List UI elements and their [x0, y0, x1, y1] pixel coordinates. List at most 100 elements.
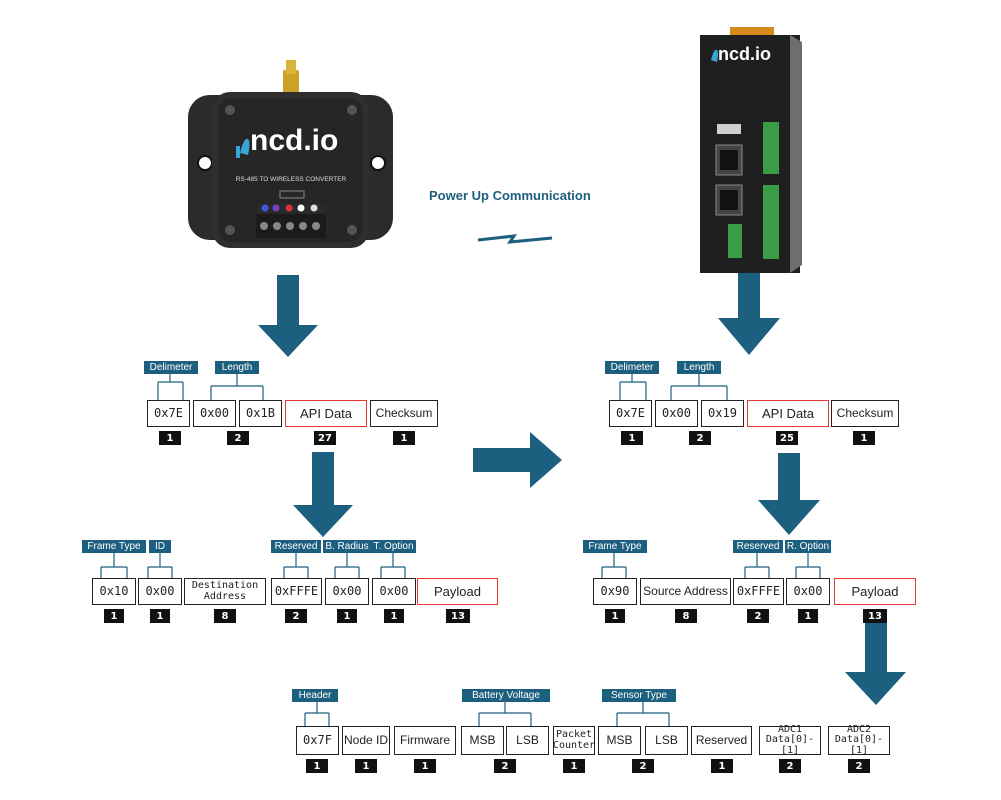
count-badge: 2	[689, 431, 711, 445]
checksum-label: Checksum	[375, 406, 433, 421]
count-badge: 1	[150, 609, 170, 623]
count-badge: 2	[227, 431, 249, 445]
count-badge: 1	[563, 759, 585, 773]
field-source-address: Source Address	[640, 578, 731, 605]
gateway-device	[700, 27, 802, 273]
tag-length-right: Length	[677, 361, 721, 374]
tag-r-option: R. Option	[785, 540, 831, 553]
sensor-device	[188, 60, 393, 248]
count-badge: 1	[384, 609, 404, 623]
field-checksum: Checksum	[831, 400, 899, 427]
field-length-msb: 0x00	[655, 400, 698, 427]
count-badge: 1	[605, 609, 625, 623]
field-api-data: API Data	[285, 400, 367, 427]
field-broadcast-radius: 0x00	[325, 578, 369, 605]
bracket-lines	[100, 374, 821, 726]
tag-reserved: Reserved	[271, 540, 321, 553]
tag-frame-type: Frame Type	[583, 540, 647, 553]
tag-frame-type: Frame Type	[82, 540, 146, 553]
count-badge: 2	[632, 759, 654, 773]
field-length-lsb: 0x19	[701, 400, 744, 427]
sensor-subtitle: RS-485 TO WIRELESS CONVERTER	[235, 176, 347, 183]
field-destination-address: Destination Address	[184, 578, 266, 605]
field-frame-type: 0x90	[593, 578, 637, 605]
field-payload: Payload	[417, 578, 498, 605]
count-badge: 1	[355, 759, 377, 773]
tag-delimeter-left: Delimeter	[144, 361, 198, 374]
count-badge: 1	[414, 759, 436, 773]
tag-b-radius: B. Radius	[323, 540, 371, 553]
field-battery-msb: MSB	[461, 726, 504, 755]
count-badge: 2	[848, 759, 870, 773]
count-badge: 13	[863, 609, 887, 623]
checksum-label: Checksum	[836, 406, 894, 421]
tag-battery-voltage: Battery Voltage	[462, 689, 550, 702]
count-badge: 1	[853, 431, 875, 445]
count-badge: 1	[159, 431, 181, 445]
api-data-label: API Data	[299, 405, 353, 421]
field-frame-type: 0x10	[92, 578, 136, 605]
field-firmware: Firmware	[394, 726, 456, 755]
flow-arrows	[258, 273, 906, 705]
tag-t-option: T. Option	[371, 540, 416, 553]
field-header: 0x7F	[296, 726, 339, 755]
field-reserved: 0xFFFE	[733, 578, 784, 605]
wireless-signal-icon	[477, 234, 553, 244]
sensor-lsb-label: LSB	[655, 733, 678, 748]
tag-length-left: Length	[215, 361, 259, 374]
count-badge: 1	[621, 431, 643, 445]
battery-msb-label: MSB	[469, 733, 496, 748]
field-receive-option: 0x00	[786, 578, 830, 605]
count-badge: 27	[314, 431, 336, 445]
count-badge: 1	[104, 609, 124, 623]
tag-sensor-type: Sensor Type	[602, 689, 676, 702]
field-sensor-type-msb: MSB	[598, 726, 641, 755]
field-start-delimiter: 0x7E	[147, 400, 190, 427]
count-badge: 2	[285, 609, 307, 623]
gateway-brand-logo: ncd.io	[718, 44, 771, 64]
field-reserved: Reserved	[691, 726, 752, 755]
payload-label: Payload	[851, 583, 899, 599]
battery-lsb-label: LSB	[516, 733, 539, 748]
tag-id: ID	[149, 540, 171, 553]
field-reserved: 0xFFFE	[271, 578, 322, 605]
count-badge: 1	[337, 609, 357, 623]
payload-label: Payload	[434, 583, 481, 599]
count-badge: 2	[779, 759, 801, 773]
field-payload: Payload	[834, 578, 916, 605]
tag-delimeter-right: Delimeter	[605, 361, 659, 374]
field-length-msb: 0x00	[193, 400, 236, 427]
field-start-delimiter: 0x7E	[609, 400, 652, 427]
reserved-label: Reserved	[695, 733, 748, 748]
count-badge: 1	[711, 759, 733, 773]
sensor-brand-logo: ncd.io	[250, 124, 339, 157]
source-address-label: Source Address	[643, 584, 728, 599]
field-battery-lsb: LSB	[506, 726, 549, 755]
tag-reserved: Reserved	[733, 540, 783, 553]
count-badge: 8	[675, 609, 697, 623]
field-frame-id: 0x00	[138, 578, 182, 605]
field-packet-counter: Packet Counter	[553, 726, 595, 755]
firmware-label: Firmware	[400, 733, 450, 748]
field-sensor-type-lsb: LSB	[645, 726, 688, 755]
count-badge: 1	[393, 431, 415, 445]
count-badge: 13	[446, 609, 470, 623]
count-badge: 1	[798, 609, 818, 623]
tag-header: Header	[292, 689, 338, 702]
node-id-label: Node ID	[343, 733, 389, 748]
field-adc2: ADC2 Data[0]-[1]	[828, 724, 890, 756]
count-badge: 2	[494, 759, 516, 773]
field-api-data: API Data	[747, 400, 829, 427]
count-badge: 8	[214, 609, 236, 623]
field-checksum: Checksum	[370, 400, 438, 427]
sensor-msb-label: MSB	[606, 733, 633, 748]
api-data-label: API Data	[761, 405, 815, 421]
field-length-lsb: 0x1B	[239, 400, 282, 427]
field-node-id: Node ID	[342, 726, 390, 755]
field-transmit-option: 0x00	[372, 578, 416, 605]
caption-power-up: Power Up Communication	[429, 188, 591, 203]
count-badge: 2	[747, 609, 769, 623]
field-adc1: ADC1 Data[0]-[1]	[759, 724, 821, 756]
count-badge: 1	[306, 759, 328, 773]
